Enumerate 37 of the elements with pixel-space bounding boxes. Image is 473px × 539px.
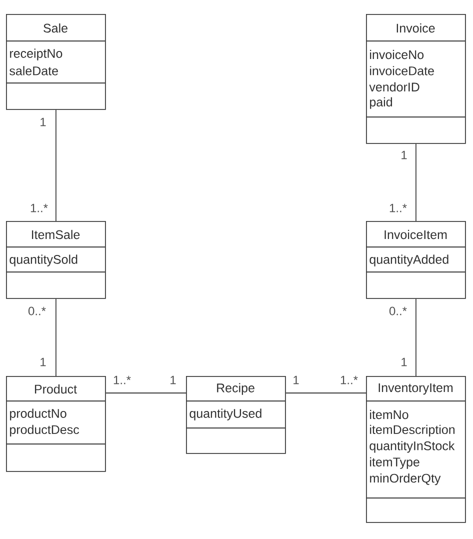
attribute: vendorID: [369, 82, 420, 92]
association-line: [105, 392, 186, 394]
class-name: Sale: [44, 23, 68, 33]
attribute: minOrderQty: [370, 473, 441, 486]
attribute: quantityUsed: [190, 408, 262, 420]
class-name: Recipe: [217, 383, 254, 395]
multiplicity: 1..*: [30, 204, 48, 212]
attribute: itemType: [370, 457, 420, 469]
attribute: itemDescription: [370, 424, 454, 437]
multiplicity: 1: [294, 376, 299, 384]
class-name: InvoiceItem: [384, 230, 447, 240]
attribute: invoiceDate: [370, 66, 434, 76]
multiplicity: 1: [170, 376, 176, 384]
association-line: [285, 392, 366, 394]
multiplicity: 1: [40, 358, 46, 366]
attribute: productNo: [10, 408, 66, 420]
multiplicity: 0..*: [389, 306, 407, 316]
multiplicity: 0..*: [28, 306, 46, 316]
attribute: quantityAdded: [370, 254, 448, 266]
attribute: receiptNo: [10, 48, 62, 60]
class-name: Product: [34, 384, 77, 394]
attribute: saleDate: [10, 66, 58, 76]
attribute: paid: [370, 97, 392, 109]
multiplicity: 1..*: [340, 376, 358, 384]
multiplicity: 1: [402, 150, 407, 160]
multiplicity: 1: [40, 118, 46, 126]
attribute: productDesc: [10, 424, 80, 437]
class-name: InventoryItem: [378, 383, 453, 395]
attribute: invoiceNo: [370, 50, 424, 60]
multiplicity: 1..*: [390, 204, 407, 212]
class-name: Invoice: [396, 23, 435, 33]
attribute: quantityInStock: [370, 441, 455, 453]
multiplicity: 1: [402, 358, 407, 366]
multiplicity: 1..*: [114, 376, 131, 384]
attribute: itemNo: [370, 410, 408, 420]
class-name: ItemSale: [32, 230, 80, 240]
attribute: quantitySold: [10, 254, 78, 266]
